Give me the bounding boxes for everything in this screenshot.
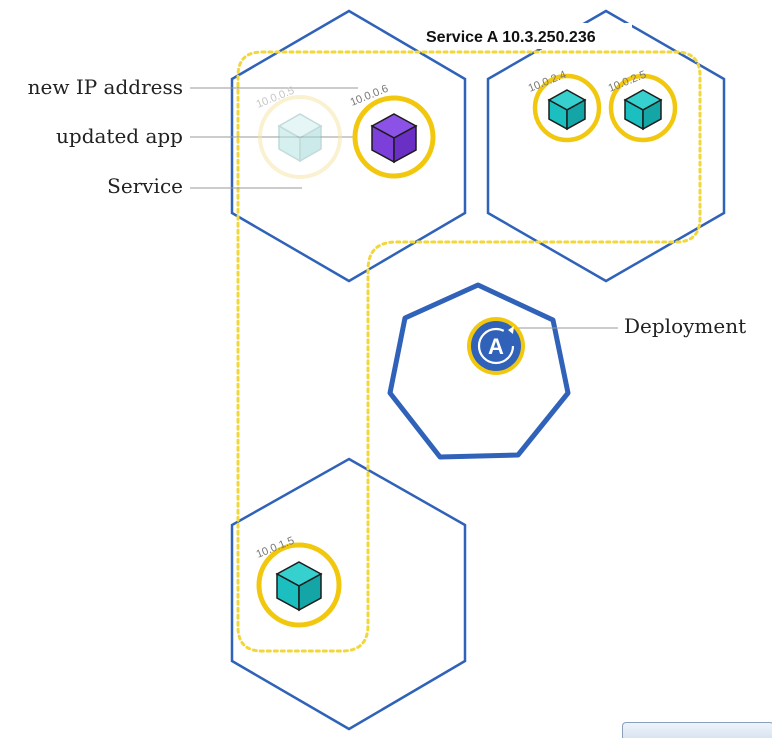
label-service: Service [107,174,183,198]
window-corner-fragment [622,722,772,738]
deployment-glyph: A [488,334,504,359]
cube-icon [277,113,323,163]
node-hexagon-top-left [230,9,467,283]
cube-icon [623,89,663,131]
pod-3 [256,542,342,628]
service-label: Service A 10.3.250.236 [426,29,596,46]
node-hexagon-top-right [486,9,726,283]
label-updated-app: updated app [56,124,183,148]
deployment-icon: A [467,317,525,375]
service-boundary [236,50,702,653]
node-hexagon-bottom [230,457,467,731]
service-label-background [420,23,632,49]
cube-icon [370,113,418,164]
pod-1 [532,73,602,143]
deployment-heptagon [387,282,571,460]
pod-updated [352,95,436,179]
cube-icon [275,561,323,612]
pod-2 [608,73,678,143]
label-deployment: Deployment [624,314,746,338]
pod-old-faded [258,95,342,179]
label-new-ip-address: new IP address [28,75,183,99]
cube-icon [547,89,587,131]
